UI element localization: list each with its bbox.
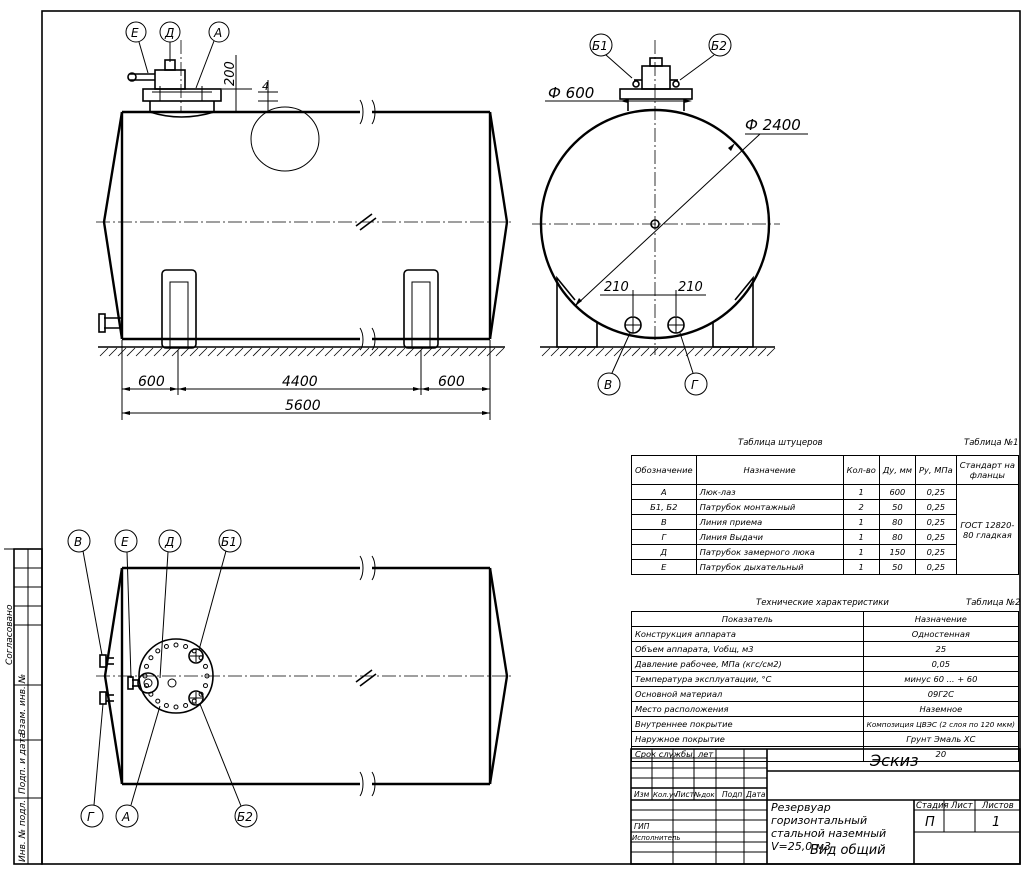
nozzle-th-designation: Обозначение [631,455,697,485]
front-view: 600 4400 600 5600 200 4 Е Д А [96,21,512,420]
tb-stage-label: Стадия [916,801,949,811]
callout-a-plan: А [121,810,130,824]
tb-role-exec: Исполнитель [632,834,681,842]
callout-d-plan: Д [164,535,174,549]
nozzle-standard: ГОСТ 12820-80 гладкая [955,484,1020,575]
callout-e-plan: Е [121,535,129,549]
tb-view: Вид общий [810,843,886,858]
nozzle-th-purpose: Назначение [695,455,844,485]
margin-label-inv: Инв. № подл. [18,800,28,862]
dim-overall: 5600 [285,398,321,414]
margin-label-sign: Подп. и дата [18,733,28,794]
dim-offset-left: 210 [604,280,629,295]
left-margin-strip: Согласовано Взам. инв. № Подп. и дата Ин… [4,548,43,865]
side-ground-hatch [541,347,776,357]
tb-col-izm: Изм [634,790,650,799]
dim-overhang-left: 600 [138,374,165,390]
tb-col-doc: №док [693,791,715,799]
nozzle-table-number: Таблица №1 [964,438,1019,448]
dim-overhang-right: 600 [438,374,465,390]
callout-a-front-label: А [213,26,222,40]
callout-g-side: Г [691,378,699,392]
tech-table-caption: Технические характеристики [756,598,889,608]
callout-v-side: В [604,378,612,392]
callout-d-front-label: Д [164,26,174,40]
dim-span: 4400 [282,374,318,390]
margin-label-replace: Взам. инв. № [18,674,28,735]
tb-col-sign: Подп [722,790,742,799]
nozzle-th-qty: Кол-во [842,455,880,485]
plan-view: В Е Д Б1 Г А Б2 [67,529,512,828]
nozzle-th-standard: Стандарт на фланцы [955,455,1020,485]
callout-e-front-label: Е [131,26,139,40]
tech-table-number: Таблица №2 [966,598,1021,608]
manhole-flange-plan [138,638,214,714]
tb-name: Резервуар горизонтальный стальной наземн… [771,801,887,853]
dim-manhole-diameter: Ф 600 [548,84,594,102]
tb-col-koluch: Кол.уч [653,791,677,799]
tb-col-list: Лист [674,790,695,799]
callout-a-front [208,21,230,43]
dim-wall: 4 [262,80,269,93]
callout-v-plan: В [74,535,82,549]
bolt-circle [142,642,210,710]
nozzle-th-dn: Ду, мм [878,455,917,485]
dim-offset-right: 210 [678,280,703,295]
nozzle-table-caption: Таблица штуцеров [738,438,823,448]
tb-role-gip: ГИП [634,822,650,831]
callout-b1-side: Б1 [592,39,608,53]
front-ground-hatch [99,347,505,357]
callout-g-plan: Г [87,810,95,824]
nozzle-table: Обозначение Назначение Кол-во Ду, мм Ру,… [631,455,1020,575]
table-row: Давление рабочее, МПа (кгс/см2)0,05 [631,656,1020,672]
margin-label-agreed: Согласовано [5,604,15,665]
callout-e-front [125,21,147,43]
tb-col-date: Дата [745,790,766,799]
sheet-frame [41,10,1021,865]
tb-stage-value: П [925,815,935,830]
dim-shell-diameter: Ф 2400 [745,116,801,134]
tb-sheets-label: Листов [981,801,1014,811]
tb-doc-code: Эскиз [869,751,919,770]
side-view: Ф 600 Ф 2400 210 210 Б1 Б2 В Г [532,33,808,396]
tb-sheets-value: 1 [992,815,1000,830]
callout-b2-plan: Б2 [237,810,253,824]
dim-flange-height: 200 [223,61,238,86]
callout-b1-plan: Б1 [221,535,237,549]
tb-sheet-label: Лист [950,801,974,811]
callout-b2-side: Б2 [711,39,727,53]
